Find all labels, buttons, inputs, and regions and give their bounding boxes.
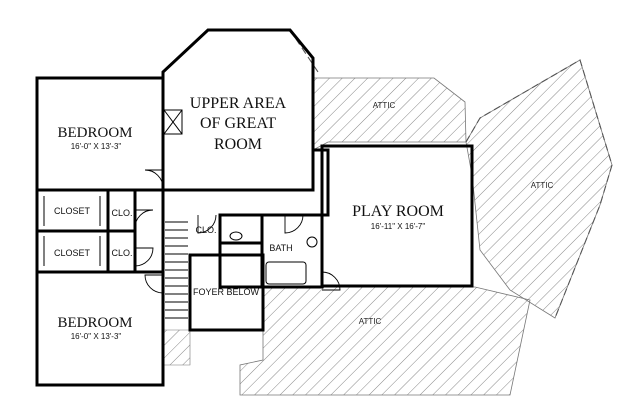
foyer-walls xyxy=(188,253,265,332)
door-bedroom-bottom xyxy=(144,274,164,294)
door-bath xyxy=(284,214,304,234)
door-hall-clo xyxy=(197,214,217,234)
bedroom-bottom-dims: 16'-0" X 13'-3" xyxy=(71,332,122,341)
great-room-niche xyxy=(163,109,183,135)
bathtub xyxy=(265,261,307,285)
great-room-line3: ROOM xyxy=(214,136,262,153)
attic-right-label: ATTIC xyxy=(531,181,554,190)
bedroom-top-name: BEDROOM xyxy=(57,125,132,141)
foyer-label: FOYER BELOW xyxy=(193,287,260,297)
bath-label: BATH xyxy=(269,243,292,253)
clo-top-label: CLO. xyxy=(111,208,132,218)
bedroom-top-dims: 16'-0" X 13'-3" xyxy=(71,142,122,151)
attic-top-area xyxy=(312,77,467,151)
bedroom-bottom-name: BEDROOM xyxy=(57,315,132,331)
door-bedroom-top xyxy=(144,169,164,189)
sink xyxy=(306,236,318,248)
door-clo-top xyxy=(134,209,154,229)
great-room-line2: OF GREAT xyxy=(200,115,276,132)
great-room-line1: UPPER AREA xyxy=(190,95,287,112)
bath-walls xyxy=(218,213,324,289)
clo-bottom-label: CLO. xyxy=(111,248,132,258)
attic-top-label: ATTIC xyxy=(373,101,396,110)
play-room-dims: 16'-11" X 16'-7" xyxy=(371,222,426,231)
clo-hall-label: CLO. xyxy=(195,225,216,235)
attic-bottom-label: ATTIC xyxy=(359,317,382,326)
toilet xyxy=(229,231,243,241)
stairs xyxy=(165,221,188,319)
closet-top-label: CLOSET xyxy=(54,206,91,216)
stair-bottom-hatch xyxy=(161,329,191,366)
play-room-name: PLAY ROOM xyxy=(352,203,444,220)
attic-roof-line xyxy=(465,59,613,319)
door-play-room xyxy=(321,271,341,291)
door-clo-bottom xyxy=(134,247,154,267)
closet-bottom-label: CLOSET xyxy=(54,248,91,258)
attic-bottom-area xyxy=(239,286,531,396)
